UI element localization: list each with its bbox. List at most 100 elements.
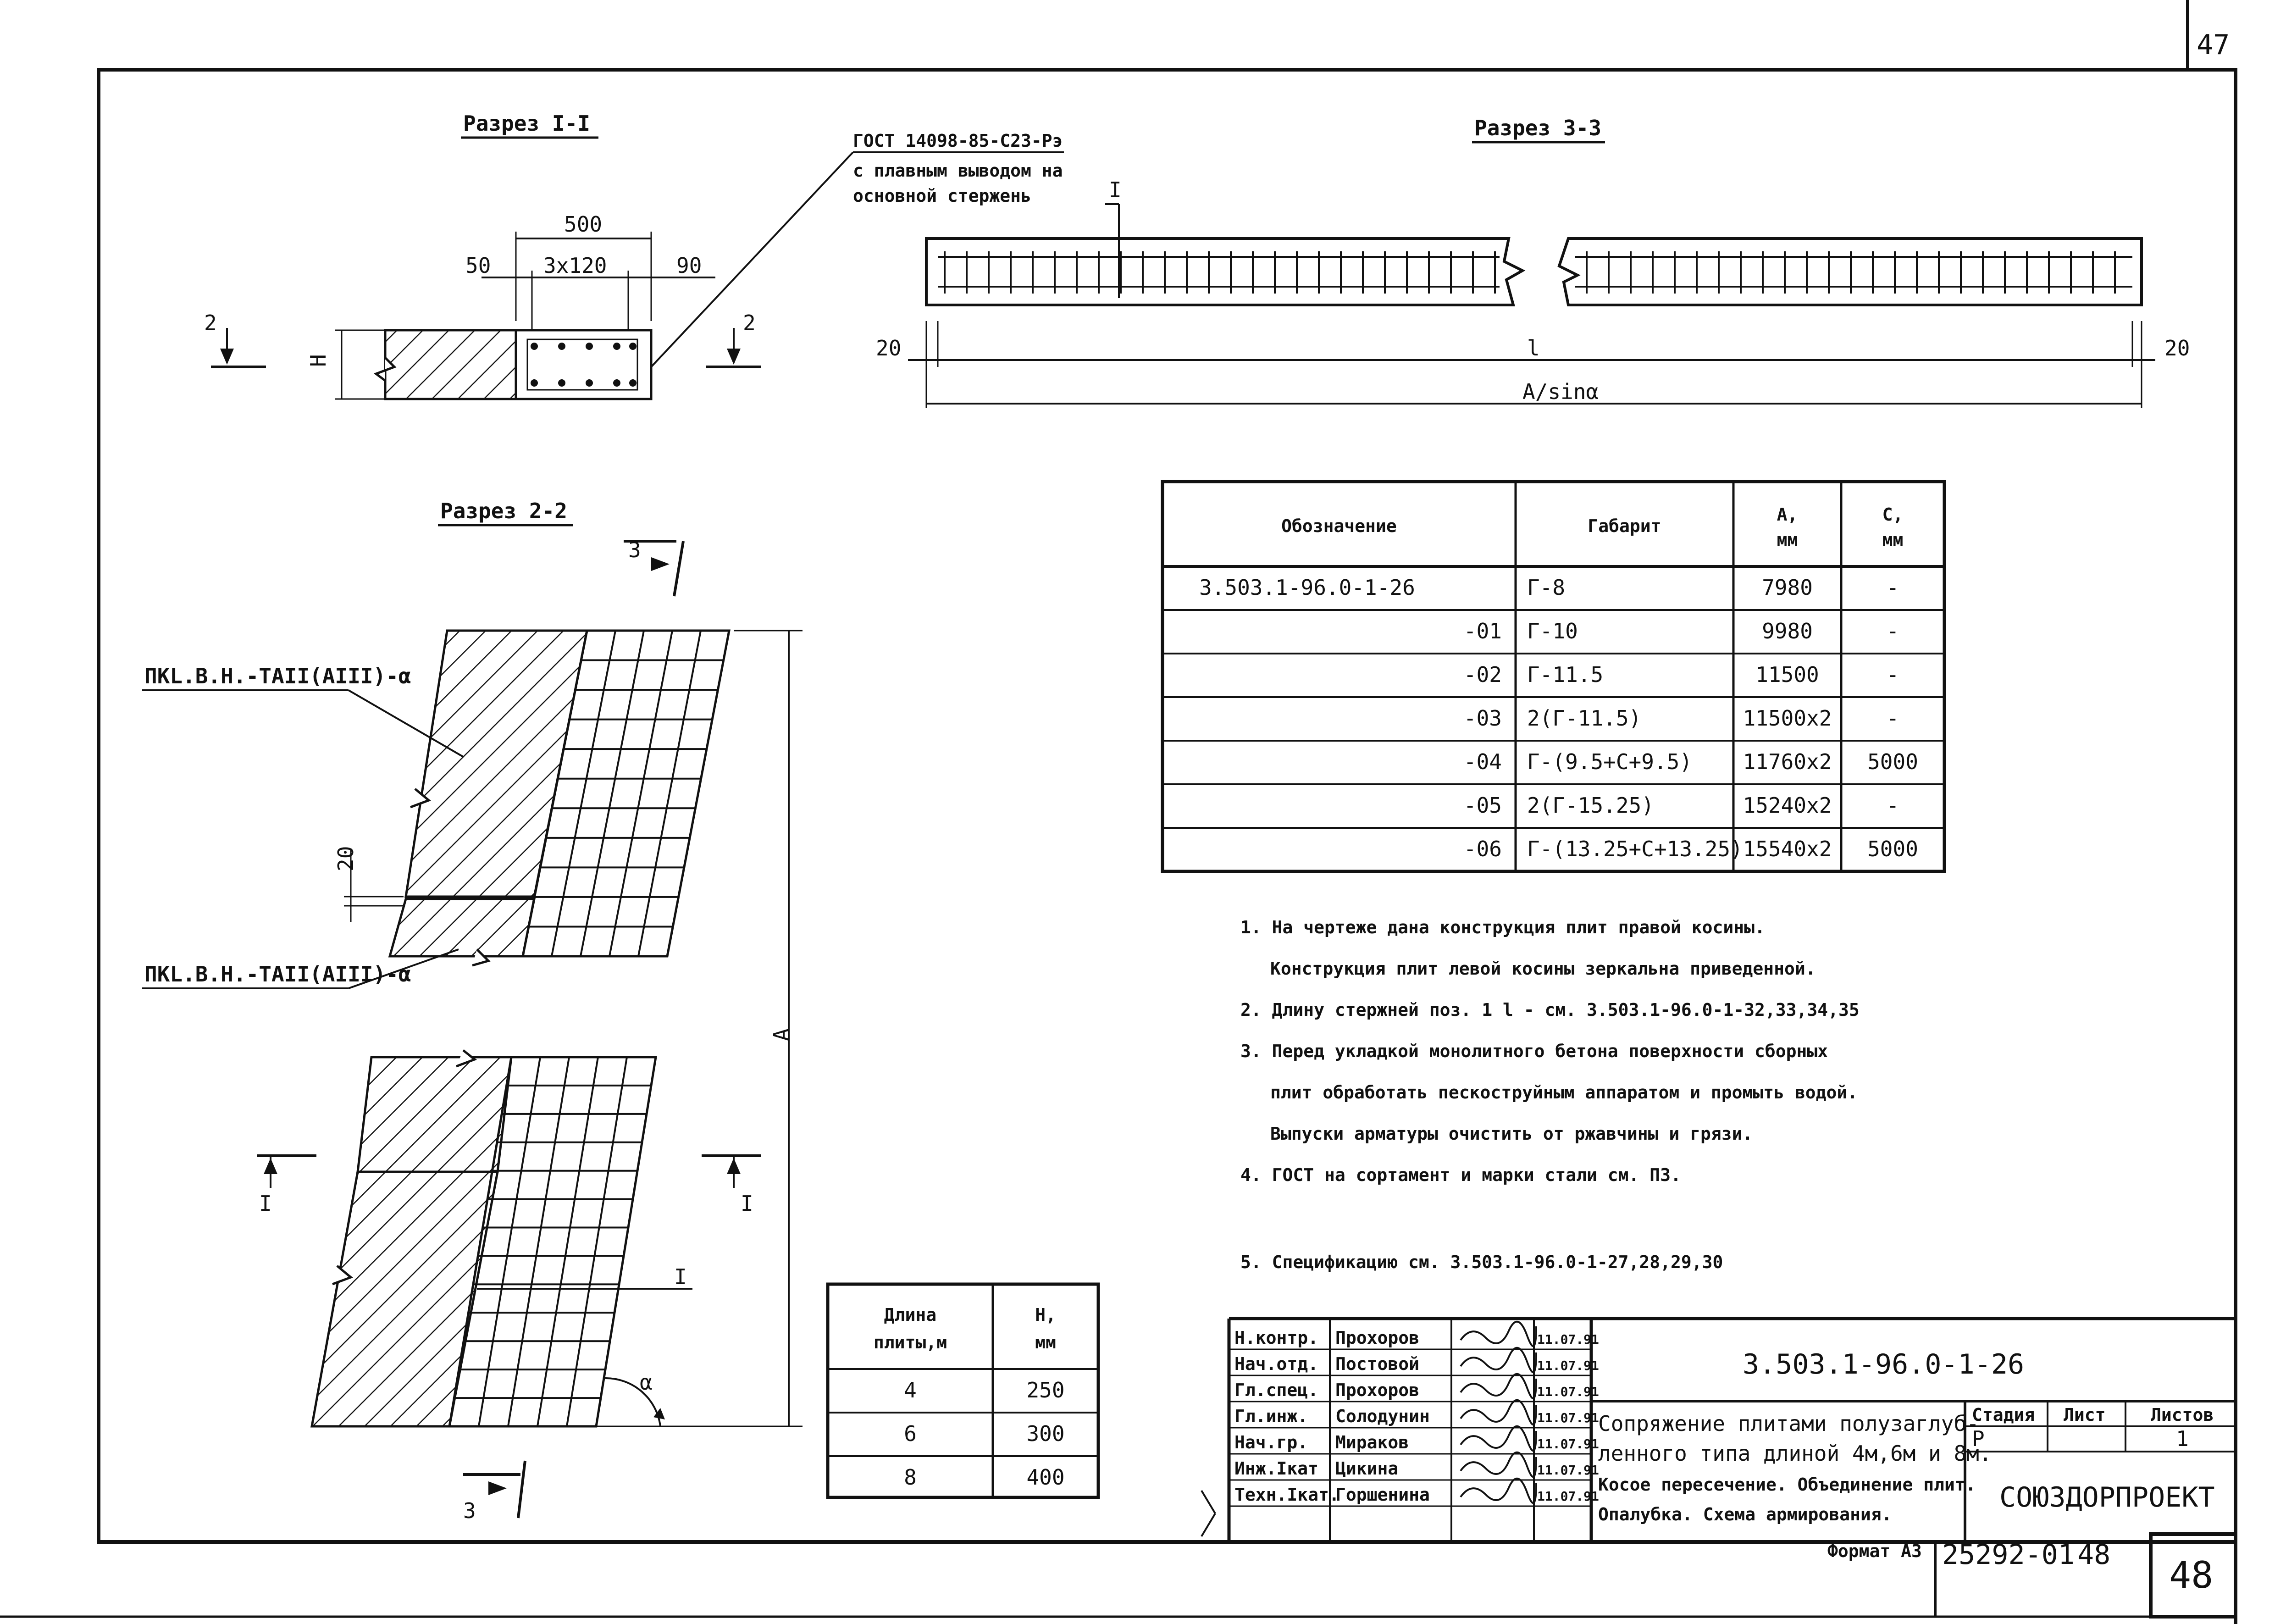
inventory-page: 48	[2077, 1539, 2110, 1571]
role-title: Н.контр.	[1234, 1328, 1318, 1348]
desc-line1: Сопряжение плитами полузаглуб-	[1598, 1411, 1979, 1436]
main-table-cell: -	[1887, 706, 1899, 731]
main-table-cell: 5000	[1867, 749, 1918, 774]
small-table-cell: 6	[904, 1421, 917, 1446]
cut-2-left: 2	[204, 310, 217, 335]
mesh-lower	[454, 1057, 651, 1427]
small-table-cell: 4	[904, 1378, 917, 1402]
dim-A: A	[769, 1028, 794, 1041]
note-line: 1. На чертеже дана конструкция плит прав…	[1240, 917, 1765, 937]
role-name: Постовой	[1335, 1354, 1419, 1374]
bar-marker: I	[1109, 177, 1122, 202]
gost-line1: ГОСТ 14098-85-С23-Рэ	[853, 131, 1063, 151]
note-line: Конструкция плит левой косины зеркальна …	[1270, 959, 1816, 979]
sheet-number-bottom: 48	[2169, 1554, 2213, 1596]
cut-3-top: 3	[628, 538, 641, 562]
small-table-header: мм	[1035, 1332, 1056, 1352]
cut-I-left: I	[259, 1191, 272, 1216]
main-table-cell: Г-8	[1527, 575, 1565, 600]
sheet-number-top: 47	[2197, 29, 2230, 61]
dim-20: 20	[333, 846, 358, 871]
note-line: 2. Длину стержней поз. 1 l - см. 3.503.1…	[1240, 1000, 1860, 1020]
main-table-cell: -	[1887, 575, 1899, 600]
dim-H: H	[306, 354, 331, 367]
main-table-frame	[1161, 480, 1946, 873]
section-2-2: Разрез 2-2 ПКL.В.Н.-ТАII(АIII)-α ПКL.В.Н…	[142, 499, 803, 1523]
small-table-cell: 250	[1026, 1378, 1064, 1402]
signature	[1460, 1320, 1537, 1347]
dim-50: 50	[465, 253, 491, 278]
main-table-cell: 2(Г-11.5)	[1527, 706, 1641, 731]
main-table-cell: 11760x2	[1743, 749, 1832, 774]
signature	[1460, 1452, 1537, 1478]
small-table-cell: 8	[904, 1465, 917, 1490]
note-line: Выпуски арматуры очистить от ржавчины и …	[1270, 1124, 1753, 1144]
callout-top: ПКL.В.Н.-ТАII(АIII)-α	[144, 664, 411, 688]
main-table-cell: 11500x2	[1743, 706, 1832, 731]
role-date: 11.07.91	[1537, 1384, 1599, 1399]
small-table-cell: 400	[1026, 1465, 1064, 1490]
small-table-header: H,	[1035, 1305, 1056, 1325]
role-title: Техн.Iкат.	[1234, 1485, 1339, 1505]
role-date: 11.07.91	[1537, 1463, 1599, 1478]
main-table-cell: -	[1887, 793, 1899, 818]
role-name: Прохоров	[1335, 1380, 1419, 1400]
section-1-1-title: Разрез I-I	[463, 111, 590, 136]
main-table-cell: -03	[1464, 706, 1502, 731]
role-date: 11.07.91	[1537, 1410, 1599, 1425]
main-table-cell: 9980	[1762, 619, 1813, 643]
desc-line4: Опалубка. Схема армирования.	[1598, 1504, 1892, 1524]
bar-label: I	[674, 1264, 687, 1289]
role-name: Мираков	[1335, 1432, 1409, 1452]
desc-line2: ленного типа длиной 4м,6м и 8м.	[1598, 1441, 1992, 1466]
note-line: 3. Перед укладкой монолитного бетона пов…	[1240, 1041, 1828, 1061]
main-table-header: мм	[1882, 530, 1904, 550]
main-table-cell: 11500	[1755, 662, 1819, 687]
sheet-header: Лист	[2064, 1405, 2106, 1425]
main-table-header: С,	[1882, 504, 1904, 525]
note-line: плит обработать пескоструйным аппаратом …	[1270, 1082, 1858, 1103]
sheets-value: 1	[2176, 1426, 2189, 1451]
doc-code: 3.503.1-96.0-1-26	[1743, 1348, 2024, 1380]
small-table-frame	[826, 1282, 1100, 1499]
gost-line3: основной стержень	[853, 186, 1031, 206]
signature	[1460, 1347, 1537, 1374]
role-date: 11.07.91	[1537, 1358, 1599, 1373]
gost-callout: ГОСТ 14098-85-С23-Рэ с плавным выводом н…	[650, 131, 1064, 368]
cut-I-right: I	[741, 1191, 753, 1216]
role-title: Гл.спец.	[1234, 1380, 1318, 1400]
signature	[1460, 1478, 1537, 1504]
dim-20-left: 20	[876, 336, 901, 360]
main-table-cell: 5000	[1867, 837, 1918, 861]
role-date: 11.07.91	[1537, 1436, 1599, 1452]
main-table-header: Обозначение	[1281, 516, 1397, 536]
dim-l: l	[1527, 336, 1540, 360]
role-name: Цикина	[1335, 1458, 1398, 1479]
inventory-number: 25292-01	[1942, 1539, 2075, 1571]
section-1-1: Разрез I-I 500 50 3x120 90 H 2 2	[204, 111, 761, 400]
main-table-cell: -05	[1464, 793, 1502, 818]
main-table-cell: -06	[1464, 837, 1502, 861]
signature	[1460, 1399, 1537, 1426]
main-table-cell: 15240x2	[1743, 793, 1832, 818]
dim-A-sin: A/sinα	[1522, 379, 1599, 404]
dim-20-right: 20	[2164, 336, 2190, 360]
main-table-cell: Г-11.5	[1527, 662, 1603, 687]
small-table-header: плиты,м	[874, 1332, 947, 1352]
role-name: Солодунин	[1335, 1406, 1430, 1426]
gost-line2: с плавным выводом на	[853, 161, 1063, 181]
main-table-cell: Г-(9.5+С+9.5)	[1527, 749, 1692, 774]
role-date: 11.07.91	[1537, 1332, 1599, 1347]
role-title: Нач.отд.	[1234, 1354, 1318, 1374]
main-table-cell: Г-(13.25+С+13.25)	[1527, 837, 1743, 861]
note-line: 5. Спецификацию см. 3.503.1-96.0-1-27,28…	[1240, 1252, 1723, 1272]
dim-3x120: 3x120	[543, 253, 607, 278]
mesh-upper	[528, 630, 724, 957]
main-table-cell: -	[1887, 619, 1899, 643]
main-table-header: Габарит	[1588, 516, 1661, 536]
